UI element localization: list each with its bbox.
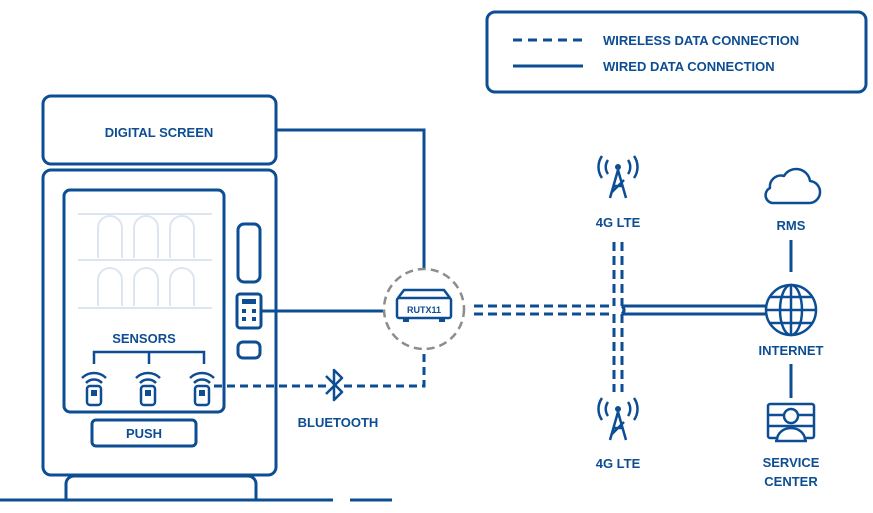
vending-machine: DIGITAL SCREEN SENSORS: [0, 94, 392, 502]
wifi-sensor-icon: [135, 371, 161, 407]
rms-label: RMS: [777, 218, 806, 233]
digital-screen-label: DIGITAL SCREEN: [105, 125, 214, 140]
machine-base: [64, 474, 258, 500]
tower-bottom-label: 4G LTE: [596, 456, 641, 471]
router-label: RUTX11: [407, 305, 441, 315]
legend-box: [485, 10, 868, 94]
legend: WIRELESS DATA CONNECTION WIRED DATA CONN…: [485, 10, 868, 94]
push-label: PUSH: [126, 426, 162, 441]
wifi-sensor-icon: [189, 371, 215, 407]
service-center-icon: [766, 402, 816, 443]
service-center-label-line1: SERVICE: [763, 455, 820, 470]
push-flap: [90, 418, 198, 448]
sensors-label: SENSORS: [112, 331, 176, 346]
cloud-icon: [764, 167, 822, 205]
service-center-label-line2: CENTER: [764, 474, 818, 489]
wifi-sensor-icon: [81, 371, 107, 407]
router-icon: [395, 288, 453, 322]
internet-label: INTERNET: [759, 343, 824, 358]
legend-wireless-label: WIRELESS DATA CONNECTION: [603, 33, 799, 48]
return-button: [236, 340, 262, 360]
product-window: [62, 188, 226, 414]
bluetooth-icon: [325, 368, 344, 402]
bluetooth-label: BLUETOOTH: [298, 415, 379, 430]
product-outlines: [78, 213, 212, 309]
tower-icon: [597, 155, 639, 199]
tower-icon: [597, 397, 639, 441]
sensors-bracket: [92, 350, 206, 364]
legend-wired-label: WIRED DATA CONNECTION: [603, 59, 775, 74]
tower-top-label: 4G LTE: [596, 215, 641, 230]
globe-icon: [764, 283, 818, 337]
wireless-bluetooth-link: [214, 349, 426, 388]
coin-slot: [236, 222, 262, 284]
keypad-icon: [235, 292, 263, 330]
wired-screen-router: [276, 128, 426, 268]
router: RUTX11: [382, 267, 466, 351]
